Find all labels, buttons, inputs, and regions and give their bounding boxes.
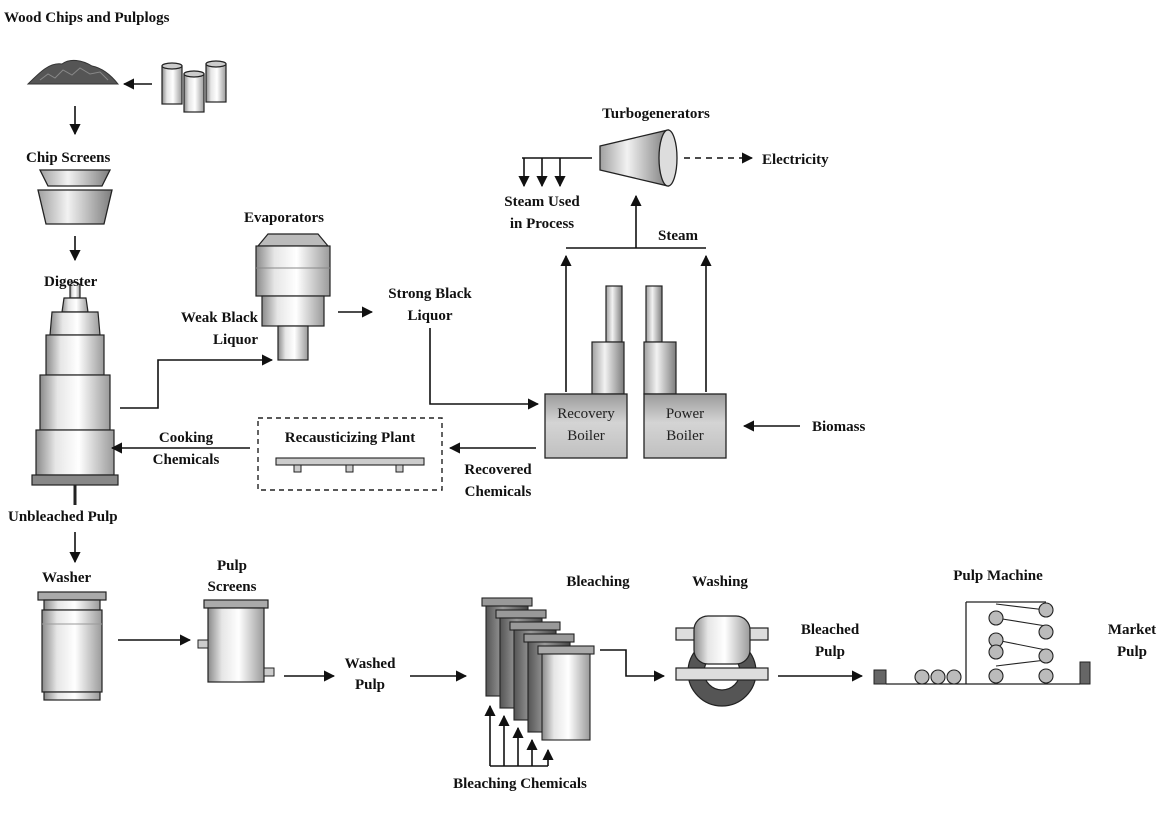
power-boiler: Power Boiler [643,393,727,459]
cooking-chemicals-label-line1: Cooking [159,430,214,446]
power-boiler-label-line2: Boiler [666,428,704,444]
turbogenerators-label: Turbogenerators [602,106,710,122]
chip-screens-label: Chip Screens [26,150,110,166]
recovery-boiler: Recovery Boiler [544,393,628,459]
recovered-chemicals-label-line2: Chemicals [465,484,532,500]
market-pulp-label-line1: Market [1108,622,1156,638]
washer-label: Washer [42,570,92,586]
electricity-label: Electricity [762,152,829,168]
washed-pulp-label-line2: Pulp [355,677,385,693]
evaporators-label: Evaporators [244,210,324,226]
washer-icon [37,591,107,701]
washed-pulp-label-line1: Washed [345,656,397,672]
pulplogs-icon [161,60,227,113]
washing-label: Washing [692,574,748,590]
bleaching-chemicals-label: Bleaching Chemicals [453,776,587,792]
market-pulp-label-line2: Pulp [1117,644,1147,660]
recovery-boiler-label-line1: Recovery [557,406,615,422]
turbogenerator-icon [599,129,678,187]
cooking-chemicals-label-line2: Chemicals [153,452,220,468]
unbleached-pulp-label: Unbleached Pulp [8,509,118,525]
strong-black-liquor-label-line1: Strong Black [388,286,472,302]
bleached-pulp-label-line2: Pulp [815,644,845,660]
recausticizing-plant-label: Recausticizing Plant [285,430,415,446]
digester-icon [31,281,119,505]
digester-label: Digester [44,274,98,290]
steam-label: Steam [658,228,698,244]
bleaching-label: Bleaching [566,574,630,590]
pulp-machine-label: Pulp Machine [953,568,1043,584]
chip-screens-icon [37,169,113,225]
washing-drum-icon [675,615,769,707]
weak-black-liquor-label-line1: Weak Black [181,310,259,326]
steam-used-label-line1: Steam Used [504,194,580,210]
strong-black-liquor-label-line2: Liquor [407,308,452,324]
wood-chips-label: Wood Chips and Pulplogs [4,10,170,26]
bleaching-towers-icon [481,597,595,741]
flow-arrows [69,78,864,767]
pulp-screens-label-line1: Pulp [217,558,247,574]
boiler-stacks-icon [591,285,677,395]
recausticizing-plant [257,417,443,491]
steam-used-label-line2: in Process [510,216,574,232]
biomass-label: Biomass [812,419,866,435]
wood-chip-pile-icon [26,59,120,85]
power-boiler-label-line1: Power [666,406,704,422]
weak-black-liquor-label-line2: Liquor [213,332,258,348]
bleached-pulp-label-line1: Bleached [801,622,860,638]
pulp-screens-label-line2: Screens [208,579,257,595]
pulp-machine-icon [873,601,1091,685]
recovered-chemicals-label-line1: Recovered [464,462,532,478]
diagram-labels: Wood Chips and Pulplogs Chip Screens Dig… [4,10,1156,792]
recovery-boiler-label-line2: Boiler [567,428,605,444]
evaporators-icon [255,233,331,361]
pulp-screens-icon [197,599,275,683]
